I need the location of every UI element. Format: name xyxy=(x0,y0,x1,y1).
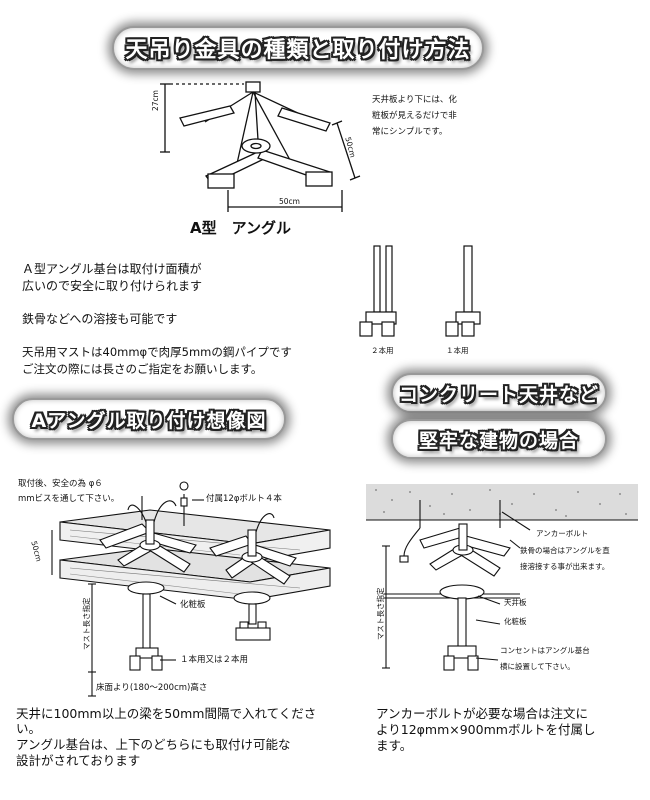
concrete-text-line-3: ます。 xyxy=(376,738,413,753)
a-angle-text-line-4: 天吊用マストは40mmφで肉厚5mmの鋼パイプです xyxy=(22,345,292,359)
top-note-line-2: 粧板が見えるだけで非 xyxy=(372,111,457,121)
install-text-line-2: い。 xyxy=(16,721,42,736)
concrete-finish-board-label: 化粧板 xyxy=(504,617,527,626)
steel-note-line-1: 鉄骨の場合はアングルを直 xyxy=(520,546,610,555)
install-text-line-4: 設計がされております xyxy=(16,753,141,768)
bolt-label: 付属12φボルト４本 xyxy=(206,494,282,504)
concrete-banner-1: コンクリート天井など xyxy=(391,373,607,413)
concrete-banner-2-text: 堅牢な建物の場合 xyxy=(418,429,579,452)
top-note-line-1: 天井板より下には、化 xyxy=(372,95,457,105)
concrete-text-line-1: アンカーボルトが必要な場合は注文に xyxy=(376,706,589,721)
two-pipe-label: ２本用 xyxy=(371,346,394,355)
concrete-mast-length-label: マスト長さ指定 xyxy=(376,587,385,641)
install-text-line-3: アングル基台は、上下のどちらにも取付け可能な xyxy=(16,737,291,752)
outlet-note-line-1: コンセントはアングル基台 xyxy=(500,646,590,655)
a-angle-text-line-1: Ａ型アングル基台は取付け面積が xyxy=(22,262,202,276)
screw-note-line-2: mmビスを通して下さい。 xyxy=(18,494,120,504)
a-angle-text-line-3: 鉄骨などへの溶接も可能です xyxy=(22,312,178,326)
concrete-banner-1-text: コンクリート天井など xyxy=(398,383,599,406)
a-angle-text-line-2: 広いので安全に取り付けられます xyxy=(22,279,203,293)
a-angle-caption: A型 アングル xyxy=(190,219,292,237)
ceiling-board-label: 天井板 xyxy=(504,598,527,607)
main-title-banner: 天吊り金具の種類と取り付け方法 xyxy=(112,26,484,70)
top-note-line-3: 常にシンプルです。 xyxy=(372,127,448,137)
pipe-type-label: １本用又は２本用 xyxy=(180,655,249,665)
screw-note-line-1: 取付後、安全の為 φ６ xyxy=(18,479,103,489)
a-angle-install-title: Aアングル取り付け想像図 xyxy=(31,409,267,432)
install-text-line-1: 天井に100mm以上の梁を50mm間隔で入れてくださ xyxy=(16,706,317,721)
dim-width-label: 50cm xyxy=(279,197,300,206)
steel-note-line-2: 接溶接する事が出来ます。 xyxy=(520,562,610,571)
anchor-bolt-label: アンカーボルト xyxy=(536,529,589,538)
floor-height-label: 床面より(180～200cm)高さ xyxy=(96,683,208,693)
a-angle-install-banner: Aアングル取り付け想像図 xyxy=(12,398,286,440)
concrete-text-line-2: より12φmm×900mmボルトを付属し xyxy=(376,722,596,737)
main-title: 天吊り金具の種類と取り付け方法 xyxy=(125,38,471,63)
a-angle-text-line-5: ご注文の際には長さのご指定をお願いします。 xyxy=(22,362,263,376)
finish-board-label: 化粧板 xyxy=(180,600,206,610)
one-pipe-label: １本用 xyxy=(446,346,469,355)
concrete-banner-2: 堅牢な建物の場合 xyxy=(391,419,607,459)
outlet-note-line-2: 横に設置して下さい。 xyxy=(500,662,575,671)
